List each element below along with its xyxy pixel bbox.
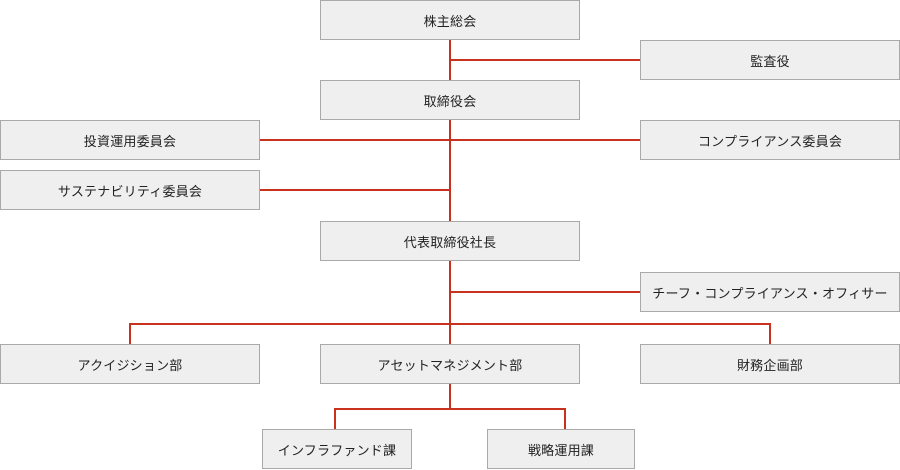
node-asset-management-dept: アセットマネジメント部 — [320, 344, 580, 384]
node-acquisition-dept: アクイジション部 — [0, 344, 260, 384]
node-sustainability-committee: サステナビリティ委員会 — [0, 170, 260, 210]
node-investment-committee: 投資運用委員会 — [0, 120, 260, 160]
node-board: 取締役会 — [320, 80, 580, 120]
node-chief-compliance-officer: チーフ・コンプライアンス・オフィサー — [640, 272, 900, 312]
node-finance-planning-dept: 財務企画部 — [640, 344, 900, 384]
node-president: 代表取締役社長 — [320, 221, 580, 261]
node-infrastructure-fund-section: インフラファンド課 — [262, 429, 412, 469]
node-compliance-committee: コンプライアンス委員会 — [640, 120, 900, 160]
node-shareholders-meeting: 株主総会 — [320, 0, 580, 40]
node-strategic-management-section: 戦略運用課 — [487, 429, 635, 469]
node-auditor: 監査役 — [640, 40, 900, 80]
